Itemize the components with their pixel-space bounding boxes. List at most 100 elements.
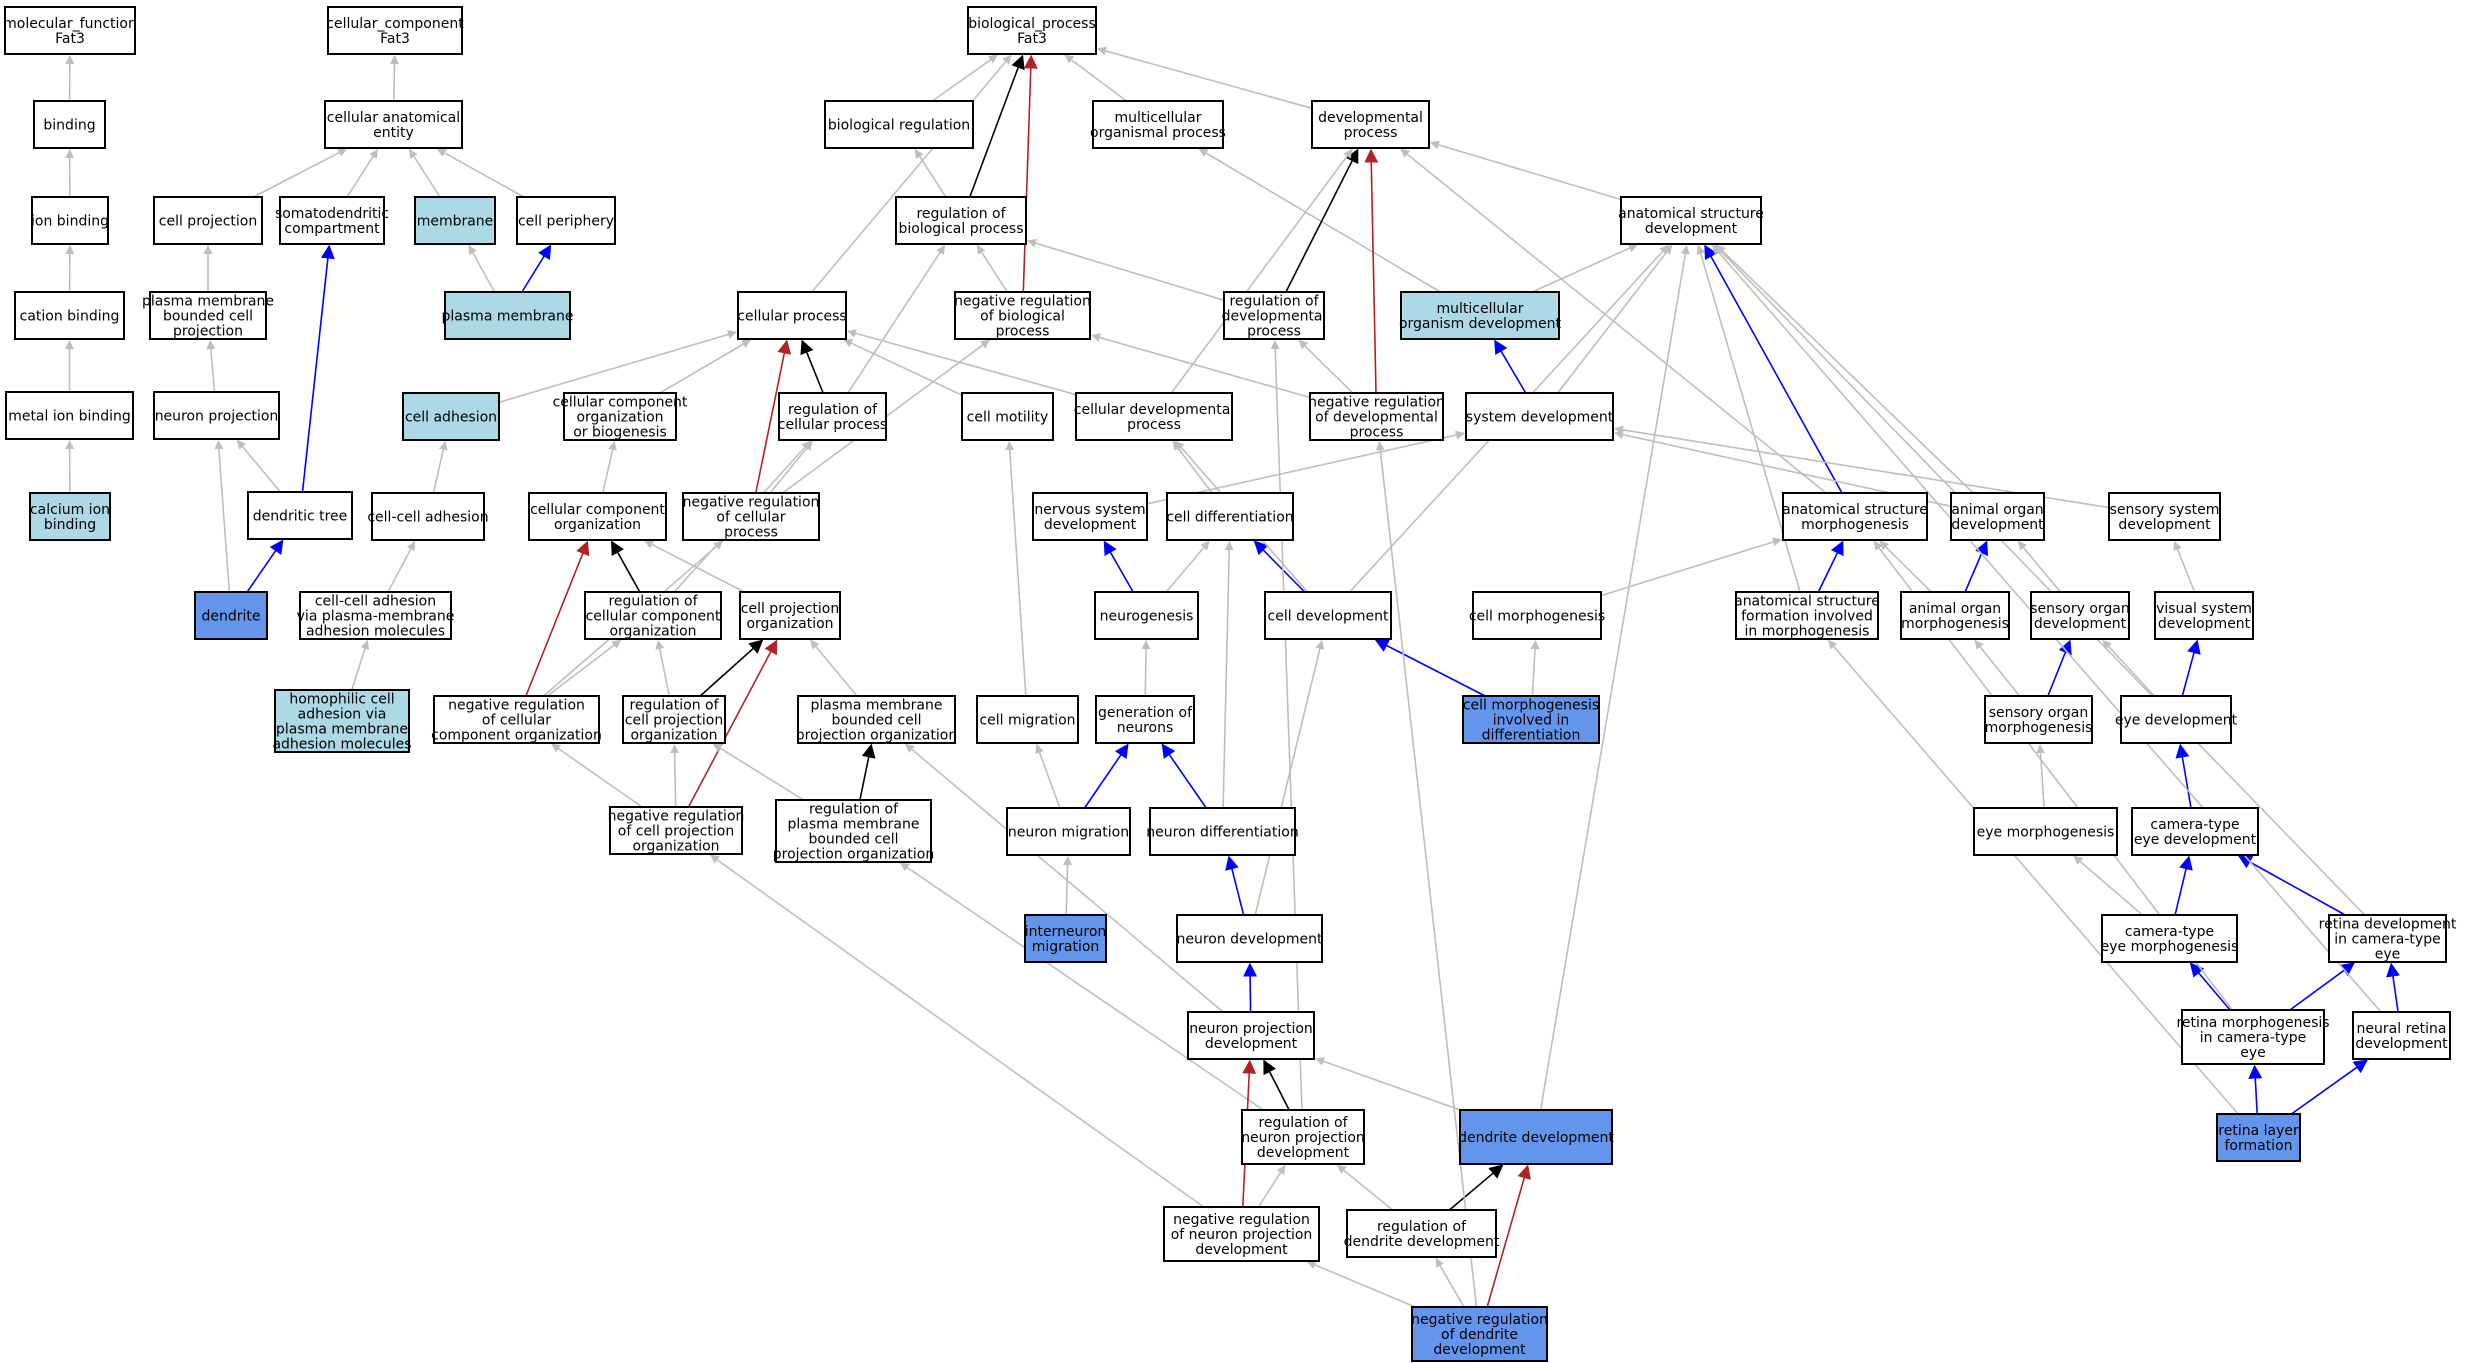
node-box bbox=[2352, 1011, 2451, 1060]
node-ndiff[interactable]: neuron differentiation bbox=[1146, 807, 1299, 856]
node-cellp[interactable]: cellular process bbox=[737, 291, 847, 340]
node-label-line: cellular component bbox=[586, 609, 721, 625]
node-label-line: neuron development bbox=[1176, 932, 1323, 948]
node-label-line: cellular process bbox=[737, 309, 846, 325]
node-eyedev[interactable]: eye development bbox=[2115, 695, 2238, 744]
node-dtree[interactable]: dendritic tree bbox=[247, 491, 353, 540]
edge-ndev-to-ndiff bbox=[1225, 855, 1245, 916]
node-bioreg[interactable]: biological regulation bbox=[824, 100, 974, 149]
node-dendrite[interactable]: dendrite bbox=[194, 591, 268, 640]
node-cdiff[interactable]: cell differentiation bbox=[1166, 492, 1294, 541]
node-cperiph[interactable]: cell periphery bbox=[516, 196, 616, 245]
node-catb[interactable]: cation binding bbox=[14, 291, 125, 340]
node-eyemorph[interactable]: eye morphogenesis bbox=[1973, 807, 2118, 856]
node-nmig[interactable]: neuron migration bbox=[1006, 807, 1131, 856]
node-cca[interactable]: cell-cell adhesion bbox=[367, 492, 489, 541]
node-pm[interactable]: plasma membrane bbox=[442, 291, 574, 340]
node-metal[interactable]: metal ion binding bbox=[5, 391, 134, 440]
node-box bbox=[1176, 914, 1323, 963]
node-label-line: cation binding bbox=[20, 309, 120, 325]
node-label-line: sensory system bbox=[2110, 502, 2220, 518]
node-box bbox=[274, 689, 410, 753]
node-label-line: binding bbox=[43, 118, 95, 134]
node-neurog[interactable]: neurogenesis bbox=[1094, 591, 1199, 640]
node-cmorph[interactable]: cell morphogenesis bbox=[1469, 591, 1605, 640]
node-binding[interactable]: binding bbox=[33, 100, 106, 149]
node-label-line: of cellular bbox=[716, 510, 785, 526]
node-ndev[interactable]: neuron development bbox=[1176, 914, 1323, 963]
node-cmig[interactable]: cell migration bbox=[976, 695, 1079, 744]
node-label-line: cell-cell adhesion bbox=[315, 594, 436, 610]
node-dendev[interactable]: dendrite development bbox=[1458, 1109, 1614, 1165]
node-celladh[interactable]: cell adhesion bbox=[402, 392, 500, 441]
edge-regnpd-to-regdev bbox=[1270, 340, 1303, 1111]
node-box bbox=[609, 806, 743, 855]
node-cproj[interactable]: cell projection bbox=[153, 196, 263, 245]
edge-negdd-to-dendev bbox=[1486, 1164, 1531, 1308]
node-cmot[interactable]: cell motility bbox=[961, 392, 1054, 441]
node-ionb[interactable]: ion binding bbox=[31, 196, 109, 245]
node-membrane[interactable]: membrane bbox=[414, 196, 496, 245]
node-celldev[interactable]: cell development bbox=[1264, 591, 1392, 640]
node-nproj[interactable]: neuron projection bbox=[153, 391, 280, 440]
node-box bbox=[967, 6, 1097, 55]
node-sysdev[interactable]: system development bbox=[1465, 392, 1614, 441]
node-label-line: dendrite development bbox=[1344, 1234, 1500, 1250]
node-label-line: negative regulation bbox=[608, 809, 745, 825]
node-label-line: eye bbox=[2240, 1045, 2266, 1061]
node-label-line: cell differentiation bbox=[1166, 510, 1293, 526]
